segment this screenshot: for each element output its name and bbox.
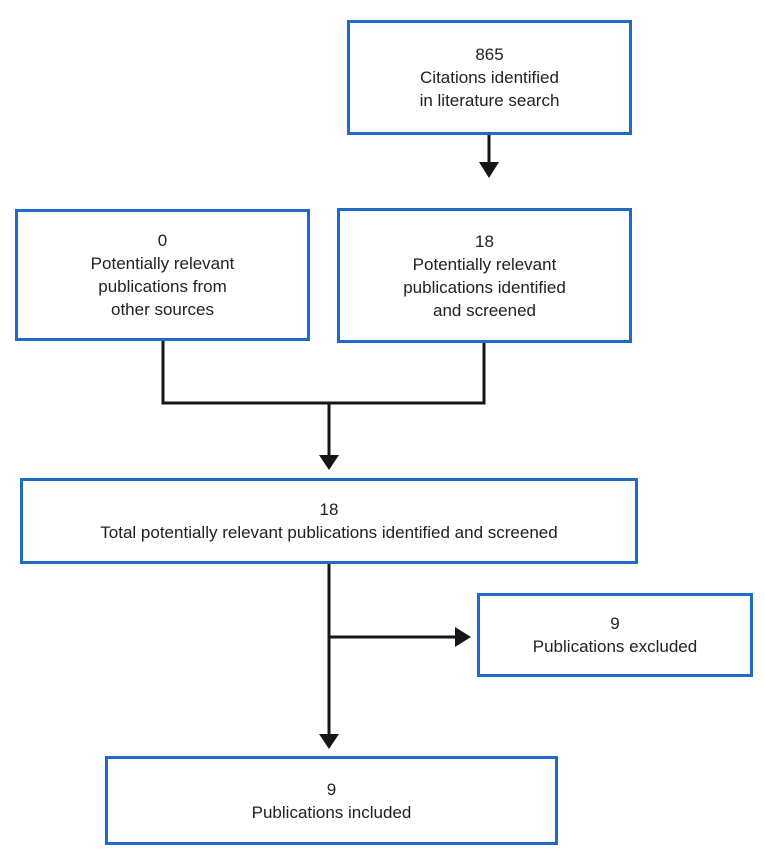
box-publications-included: 9 Publications included	[105, 756, 558, 845]
arrow-merge-to-total	[161, 340, 486, 470]
total-screened-count: 18	[319, 500, 339, 519]
box-publications-excluded: 9 Publications excluded	[477, 593, 753, 677]
box-citations-identified: 865 Citations identified in literature s…	[347, 20, 632, 135]
excluded-count: 9	[610, 614, 620, 633]
included-count: 9	[326, 779, 337, 799]
total-screened-label: Total potentially relevant publications …	[100, 523, 558, 542]
arrow-citations-to-screened	[479, 134, 499, 178]
excluded-label: Publications excluded	[532, 637, 698, 656]
arrow-total-to-included	[319, 562, 339, 749]
other-sources-label: Potentially relevant publications from o…	[90, 254, 235, 319]
citations-count: 865	[475, 45, 504, 64]
box-other-sources: 0 Potentially relevant publications from…	[15, 209, 310, 341]
arrow-total-to-excluded	[329, 627, 471, 647]
box-total-screened: 18 Total potentially relevant publicatio…	[20, 478, 638, 564]
screened-count: 18	[475, 231, 494, 251]
included-label: Publications included	[251, 802, 412, 822]
citations-label: Citations identified in literature searc…	[419, 68, 560, 110]
screened-label: Potentially relevant publications identi…	[403, 254, 566, 320]
other-sources-count: 0	[157, 231, 168, 250]
box-publications-screened: 18 Potentially relevant publications ide…	[337, 208, 632, 343]
